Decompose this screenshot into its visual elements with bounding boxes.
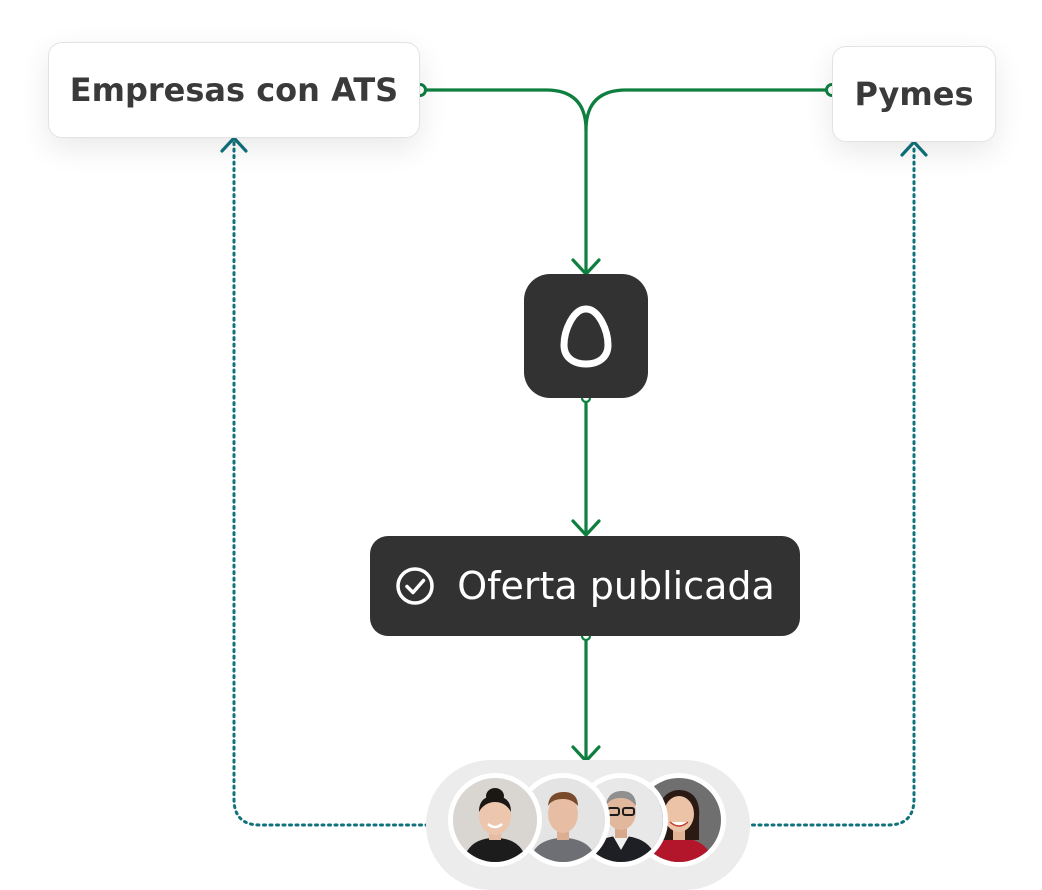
node-label: Pymes — [854, 75, 974, 113]
flow-line-pymes-to-hub — [584, 88, 834, 132]
feedback-arrowhead-pymes — [900, 140, 928, 157]
node-label: Empresas con ATS — [69, 71, 399, 109]
flow-line-ats-to-hub — [418, 88, 588, 274]
node-empresas-con-ats: Empresas con ATS — [48, 42, 420, 138]
feedback-line-candidates-to-pymes — [744, 144, 916, 827]
check-circle-icon — [395, 566, 435, 606]
candidate-avatar — [516, 773, 610, 867]
feedback-arrowhead-ats — [220, 136, 248, 153]
candidate-avatar — [448, 773, 542, 867]
flow-arrowhead-published — [571, 519, 601, 537]
egg-logo-icon — [560, 305, 612, 368]
node-oferta-publicada: Oferta publicada — [370, 536, 800, 636]
feedback-line-candidates-to-ats — [232, 140, 430, 827]
node-pymes: Pymes — [832, 46, 996, 142]
node-platform-hub — [524, 274, 648, 398]
node-label: Oferta publicada — [457, 564, 775, 608]
